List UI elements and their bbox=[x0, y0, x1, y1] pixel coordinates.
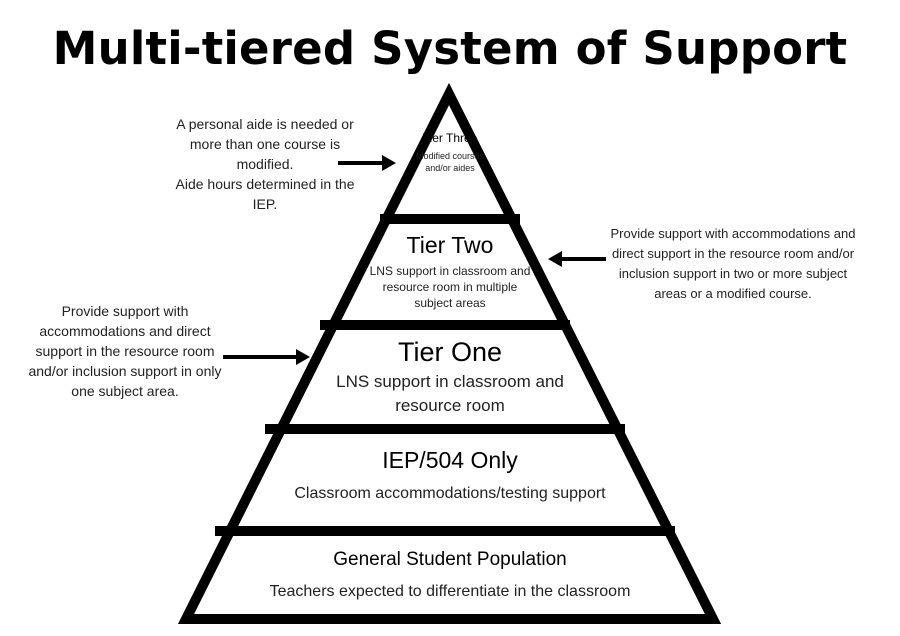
tier-one: Tier One LNS support in classroom and re… bbox=[315, 336, 585, 418]
tier-general-population: General Student Population Teachers expe… bbox=[210, 547, 690, 603]
tier-one-description: LNS support in classroom and resource ro… bbox=[336, 372, 564, 415]
divider-iep-general bbox=[215, 526, 675, 536]
tier-general-population-description: Teachers expected to differentiate in th… bbox=[269, 583, 631, 600]
divider-tier1-iep bbox=[265, 424, 625, 434]
tier-general-population-name: General Student Population bbox=[333, 549, 567, 570]
tier-iep-504: IEP/504 Only Classroom accommodations/te… bbox=[250, 445, 650, 505]
arrow-tier-one bbox=[223, 349, 310, 365]
arrow-tier-three bbox=[338, 155, 396, 171]
arrow-tier-two bbox=[548, 251, 606, 267]
divider-tier2-tier1 bbox=[320, 320, 570, 330]
tier-one-name: Tier One bbox=[397, 337, 503, 367]
tier-two-name: Tier Two bbox=[406, 232, 494, 258]
tier-two: Tier Two LNS support in classroom and re… bbox=[365, 231, 535, 311]
page-title: Multi-tiered System of Support bbox=[52, 22, 848, 75]
tier-three: Tier Three Modified courses and/or aides bbox=[412, 131, 488, 174]
annotation-tier-two: Provide support with accommodations and … bbox=[610, 226, 856, 301]
tier-three-description: Modified courses and/or aides bbox=[415, 151, 485, 173]
annotation-tier-one: Provide support with accommodations and … bbox=[28, 303, 222, 399]
annotation-tier-three: A personal aide is needed or more than o… bbox=[175, 116, 355, 212]
tier-iep-504-name: IEP/504 Only bbox=[382, 447, 518, 473]
tier-two-description: LNS support in classroom and resource ro… bbox=[369, 264, 531, 310]
tier-three-name: Tier Three bbox=[422, 131, 478, 145]
pyramid-outline bbox=[177, 82, 722, 624]
tier-iep-504-description: Classroom accommodations/testing support bbox=[294, 485, 606, 502]
divider-tier3-tier2 bbox=[380, 214, 520, 224]
